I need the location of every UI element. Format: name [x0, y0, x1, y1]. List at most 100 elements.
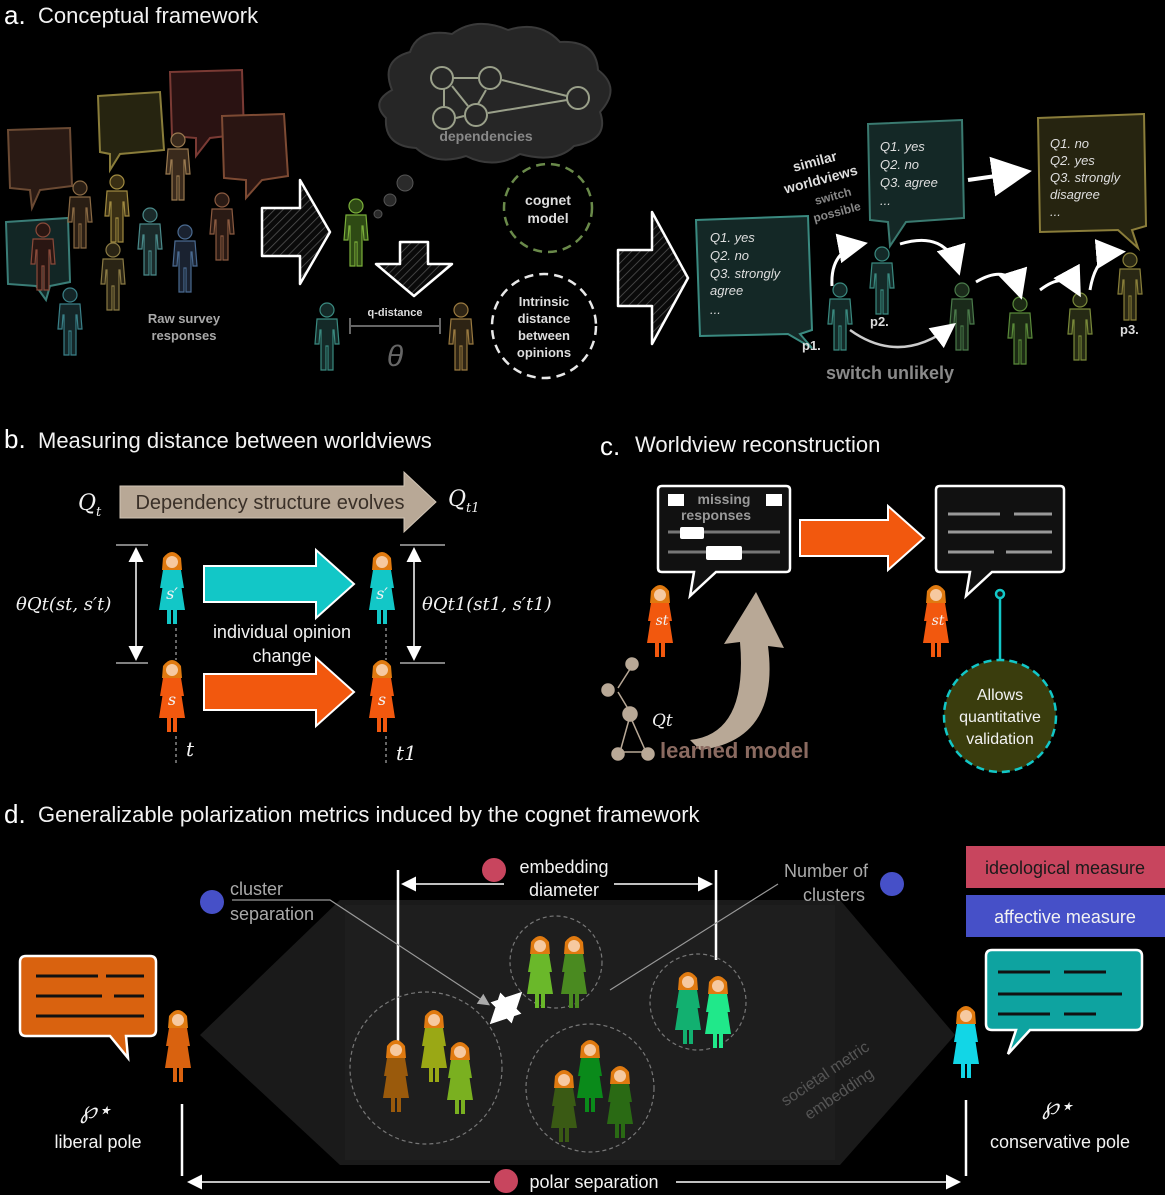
q-t1-sub: t1 — [466, 501, 480, 516]
reconstructed-lines — [948, 512, 1052, 554]
person-p1 — [827, 282, 853, 351]
dependency-graph-icon — [430, 66, 590, 130]
learned-model-label: learned model — [660, 738, 809, 763]
s-label: s — [168, 690, 176, 709]
affective-label: affective measure — [994, 907, 1136, 927]
panel-a-letter: a. — [4, 0, 26, 30]
bubble-p2-line: Q2. no — [880, 157, 919, 172]
ideological-legend — [966, 846, 1165, 888]
orange-arrow-icon — [799, 503, 926, 573]
ideological-dot — [494, 1169, 518, 1193]
bubble-p3-line: Q2. yes — [1050, 153, 1095, 168]
thought-dot — [373, 209, 383, 219]
cluster-circle — [509, 915, 603, 1009]
person-icon — [314, 302, 340, 371]
intrinsic-label-4: opinions — [517, 345, 571, 360]
switch-arrows — [830, 233, 1126, 349]
theta-left-label: θQt(st, s′t) — [16, 594, 111, 615]
ideological-label: ideological measure — [985, 858, 1145, 878]
missing-label-2: responses — [681, 507, 751, 523]
missing-label-1: missing — [698, 491, 751, 507]
p1-label: p1. — [802, 338, 821, 353]
arrow-right-icon — [616, 210, 690, 346]
intrinsic-label-3: between — [518, 328, 570, 343]
number-clusters-label-2: clusters — [803, 885, 865, 905]
dependencies-cloud: dependencies — [373, 23, 612, 219]
conservative-woman — [953, 1006, 979, 1078]
polar-separation-label: polar separation — [529, 1172, 658, 1192]
person-icon — [172, 224, 198, 293]
person-icon — [100, 242, 126, 311]
q-t-label: Qt — [652, 711, 673, 731]
model-graph-icon — [601, 657, 655, 761]
bubble-p2-line: ... — [880, 193, 891, 208]
affective-legend — [966, 895, 1165, 937]
liberal-bubble-lines — [36, 974, 144, 1018]
number-clusters-label-1: Number of — [784, 861, 869, 881]
t-label: t — [186, 737, 195, 761]
intrinsic-label-2: distance — [518, 311, 571, 326]
affective-dot — [880, 872, 904, 896]
theta-right-label: θQt1(st1, s′t1) — [422, 594, 552, 615]
evolves-arrow-icon — [119, 470, 437, 534]
crowd-bubble — [6, 126, 74, 212]
raw-survey-label-1: Raw survey — [148, 311, 221, 326]
person-icon — [104, 174, 130, 243]
panel-a: a. Conceptual framework Raw survey respo… — [4, 0, 1148, 383]
person-icon — [165, 132, 191, 201]
panel-c-title: Worldview reconstruction — [635, 432, 880, 457]
thought-dot — [383, 193, 397, 207]
bubble-p3-line: ... — [1050, 204, 1061, 219]
switch-unlikely-label: switch unlikely — [826, 363, 954, 383]
cognet-model-label-1: cognet — [525, 192, 571, 208]
panel-d-title: Generalizable polarization metrics induc… — [38, 802, 701, 827]
person-icon — [209, 192, 235, 261]
teal-arrow-icon — [203, 547, 356, 621]
cluster-circle — [525, 1023, 655, 1153]
allows-label-1: Allows — [977, 687, 1023, 704]
allows-label-2: quantitative — [959, 709, 1041, 726]
diameter-label-1: embedding — [519, 857, 608, 877]
s-t-label: st — [932, 613, 945, 629]
thought-cloud — [378, 23, 612, 164]
intrinsic-label-1: Intrinsic — [519, 294, 570, 309]
person-icon — [448, 302, 474, 371]
person-icon — [1007, 296, 1033, 365]
panel-c: c. Worldview reconstruction missing resp… — [600, 431, 1066, 774]
liberal-label: liberal pole — [54, 1132, 141, 1152]
s-label: s — [378, 690, 386, 709]
arrow-icon — [967, 156, 1032, 197]
person-icon — [67, 180, 93, 249]
allows-label-3: validation — [966, 731, 1034, 748]
p2-label: p2. — [870, 314, 889, 329]
arrow-down-icon — [374, 240, 454, 298]
bubble-p1-line: agree — [710, 283, 743, 298]
validation-circle — [942, 658, 1058, 774]
s-prime-label: s′ — [376, 584, 388, 603]
individual-label-1: individual opinion — [213, 622, 351, 642]
crowd-bubble — [96, 90, 166, 174]
orange-arrow-icon — [203, 655, 356, 729]
person-icon — [343, 198, 369, 267]
missing-responses-bubble — [656, 484, 792, 600]
missing-block — [668, 494, 684, 506]
ideological-dot — [482, 858, 506, 882]
q-t1-label: Q — [448, 487, 466, 512]
evolves-label: Dependency structure evolves — [135, 492, 404, 514]
person-p3 — [1117, 252, 1143, 321]
q-t-label: Q — [78, 491, 96, 516]
worldview-bubble-p2 — [866, 118, 966, 249]
conservative-bubble-lines — [998, 970, 1122, 1016]
missing-block — [706, 546, 742, 560]
person-icon — [137, 207, 163, 276]
number-clusters-pointer — [609, 883, 779, 991]
conservative-bubble — [984, 948, 1144, 1055]
cluster-separation-label-1: cluster — [230, 879, 283, 899]
arrow-right-icon — [260, 178, 332, 286]
bubble-p3-line: Q1. no — [1050, 136, 1089, 151]
conservative-symbol: ℘⋆ — [1042, 1092, 1074, 1120]
q-distance-label: q-distance — [367, 307, 422, 319]
bubble-p3-line: disagree — [1050, 187, 1100, 202]
reconstructed-bubble — [934, 484, 1066, 600]
